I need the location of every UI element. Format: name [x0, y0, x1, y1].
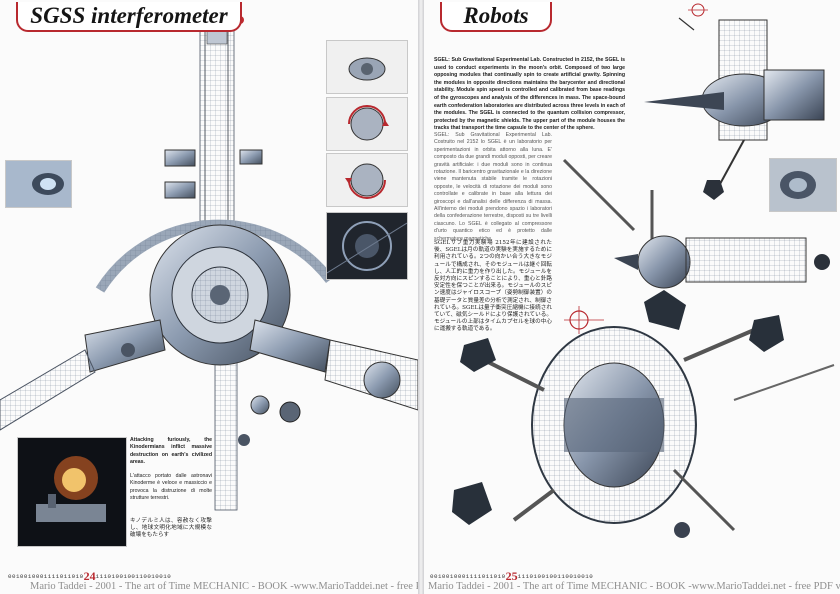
detail-thumbnail-edge	[5, 160, 72, 208]
page-title: Robots	[463, 3, 529, 28]
caption-english: Attacking furiously, the Kinodermians in…	[130, 437, 212, 466]
footer-binary-before: 0010010001111011010	[430, 572, 506, 580]
description-japanese: SGELサブ重力実験場 2152年に建設された後、SGELは月の軌道の実験を実施…	[434, 240, 552, 333]
crosshair-icon	[688, 3, 708, 17]
detail-thumbnail-4	[326, 212, 408, 280]
description-italian: SGEL: Sub Gravitational Experimental Lab…	[434, 132, 552, 242]
detail-thumbnail-3	[326, 153, 408, 207]
credit-line: Mario Taddei - 2001 - The art of Time ME…	[428, 581, 840, 592]
footer-binary-after: 1110100100110010010	[517, 572, 594, 580]
detail-thumbnail-2	[326, 97, 408, 151]
crosshair-icon	[564, 306, 604, 334]
page-title-box: Robots	[440, 2, 552, 32]
interior-view-icon	[327, 221, 407, 274]
page-title-box: SGSS interferometer	[16, 2, 242, 32]
page-number: 24	[83, 568, 96, 583]
footer-binary-after: 1110100100110010010	[95, 572, 172, 580]
rotation-diagram-icon	[345, 163, 386, 199]
sgss-interferometer-illustration	[0, 3, 418, 511]
right-page: SGEL: Sub Gravitational Experimental Lab…	[424, 0, 840, 594]
page-title: SGSS interferometer	[30, 3, 228, 28]
pod-view-icon	[780, 171, 816, 199]
rotation-diagram-icon	[348, 105, 389, 141]
caption-japanese: キノデルミ人は、容赦なく攻撃し、地球文明化地域に大規模な破壊をもたらす	[130, 518, 212, 539]
sgel-robots-illustration	[452, 3, 835, 538]
detail-thumbnail-1	[326, 40, 408, 94]
page-footer: 0010010001111011010 24 11101001001100100…	[8, 568, 172, 583]
attack-scene-image	[17, 437, 127, 547]
page-footer: 0010010001111011010 25 11101001001100100…	[430, 568, 594, 583]
left-page: Attacking furiously, the Kinodermians in…	[0, 0, 418, 594]
detail-thumbnail-right	[769, 158, 837, 212]
description-english: SGEL: Sub Gravitational Experimental Lab…	[434, 57, 625, 132]
module-diagram-icon	[348, 57, 386, 81]
caption-italian: L'attacco portato dalle astronavi Kinode…	[130, 473, 212, 502]
footer-binary-before: 0010010001111011010	[8, 572, 84, 580]
pod-view-icon	[32, 173, 64, 195]
explosion-icon	[36, 456, 106, 522]
page-number: 25	[505, 568, 518, 583]
page-gutter	[418, 0, 424, 594]
credit-line: Mario Taddei - 2001 - The art of Time ME…	[30, 581, 418, 592]
